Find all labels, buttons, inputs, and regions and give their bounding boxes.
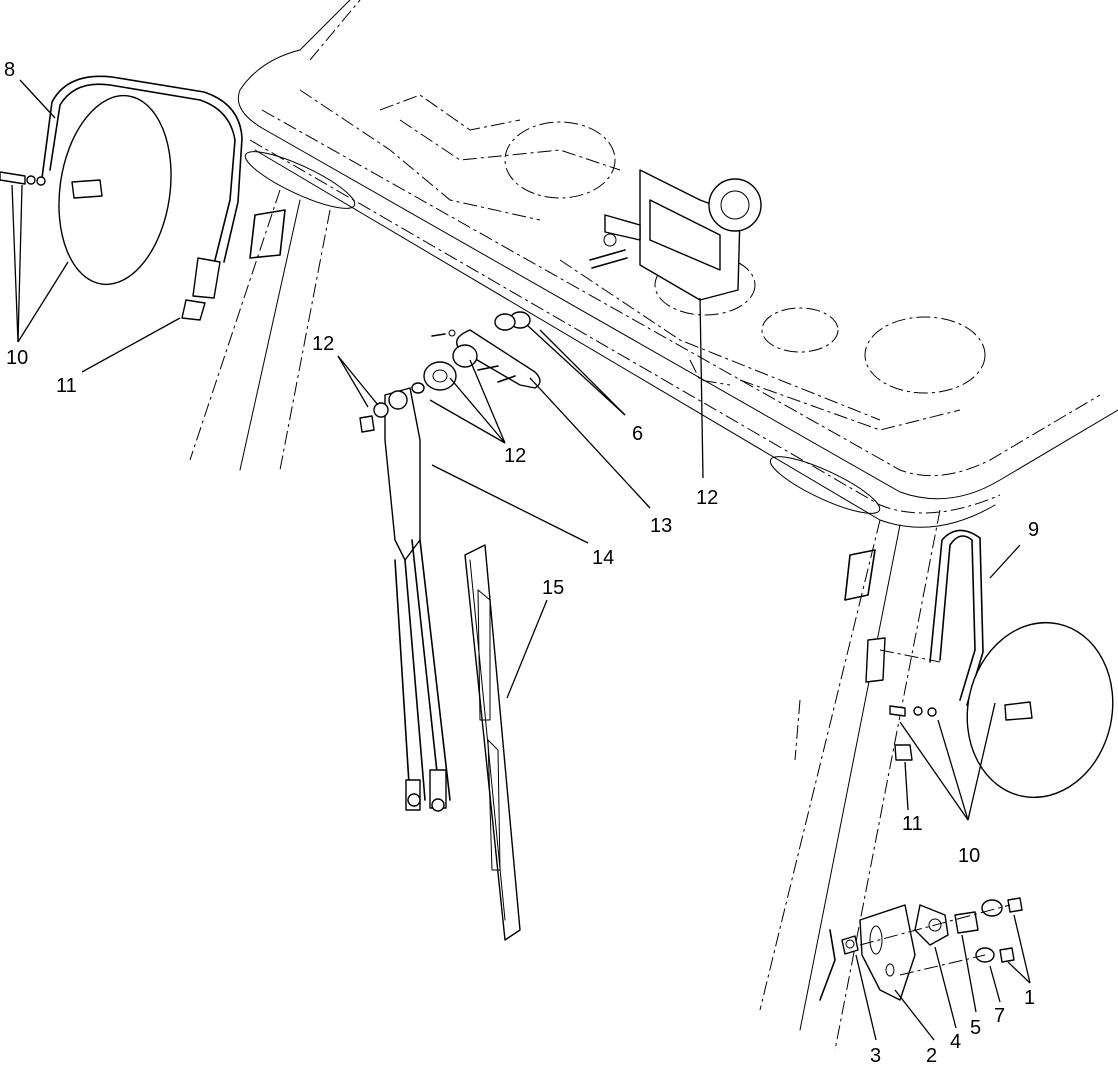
- callout-7: 7: [994, 1005, 1005, 1027]
- callout-9: 9: [1028, 519, 1039, 541]
- left-mirror-assembly: [0, 75, 243, 321]
- leader-lines: [11, 79, 1031, 1041]
- callout-12-top: 12: [312, 333, 334, 355]
- callout-labels: 8 10 11 12 12 6 13 12 14 15 9 11 10 1 7 …: [4, 59, 1039, 1067]
- callout-3: 3: [870, 1045, 881, 1067]
- callout-6: 6: [632, 423, 643, 445]
- wiper-motor: [589, 169, 762, 301]
- wiper-arm: [359, 387, 451, 812]
- cab-roof-outline: [189, 0, 1118, 1051]
- callout-12-mid: 12: [504, 445, 526, 467]
- callout-13: 13: [650, 515, 672, 537]
- callout-14: 14: [592, 547, 614, 569]
- callout-10-left: 10: [6, 347, 28, 369]
- callout-8: 8: [4, 59, 15, 81]
- wiper-blade: [464, 544, 521, 941]
- callout-5: 5: [970, 1017, 981, 1039]
- callout-11-right: 11: [902, 813, 923, 835]
- callout-11-left: 11: [56, 375, 77, 397]
- callout-4: 4: [950, 1031, 961, 1053]
- mount-plate: [456, 329, 541, 389]
- callout-1: 1: [1024, 987, 1035, 1009]
- lower-bracket-assembly: [819, 897, 1023, 1001]
- callout-15: 15: [542, 577, 564, 599]
- wiper-mount-plate-group: [411, 311, 541, 394]
- callout-12-right: 12: [696, 487, 718, 509]
- right-mirror-assembly: [865, 529, 1114, 799]
- callout-2: 2: [926, 1045, 937, 1067]
- callout-10-right: 10: [958, 845, 980, 867]
